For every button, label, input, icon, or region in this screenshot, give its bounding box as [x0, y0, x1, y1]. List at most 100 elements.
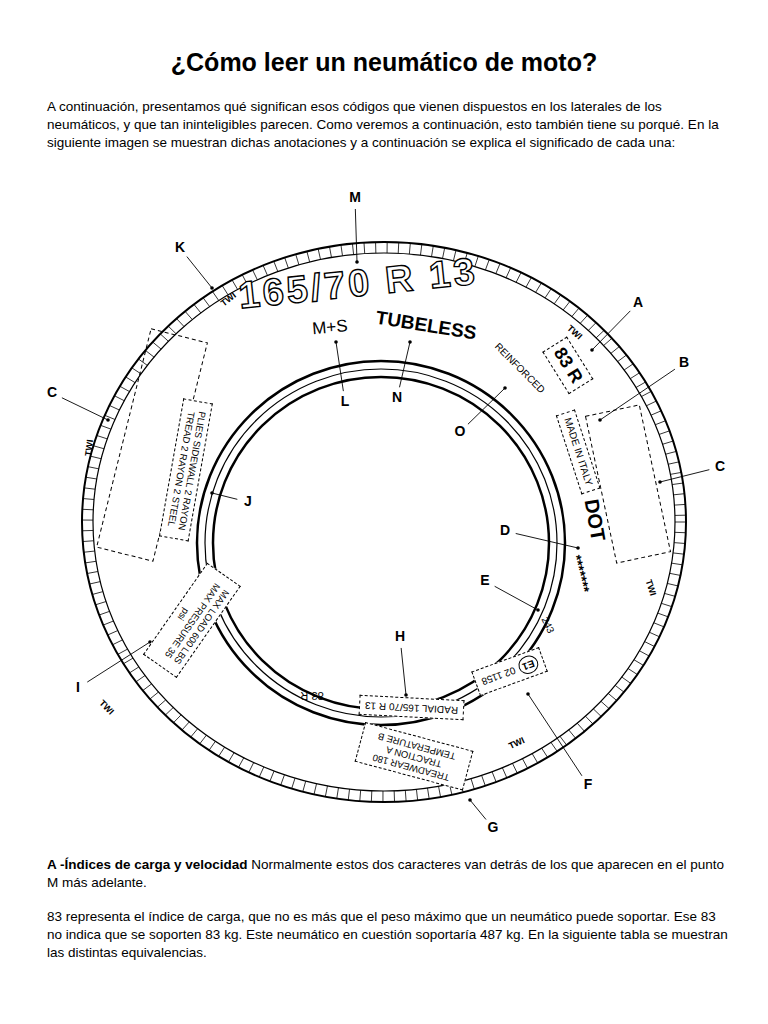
tread-tick — [303, 781, 306, 792]
tread-tick — [83, 498, 94, 500]
tread-tick — [337, 788, 339, 799]
tire — [82, 242, 686, 802]
leader-line — [87, 642, 150, 682]
tread-tick — [674, 504, 685, 506]
section-heading: A -Índices de carga y velocidad — [47, 857, 248, 872]
tread-tick — [82, 530, 93, 531]
leader-dot — [536, 608, 540, 612]
sidewall-marking: M+S — [312, 317, 349, 339]
tread-tick — [580, 315, 587, 323]
tread-tick — [270, 771, 274, 781]
tread-tick — [532, 754, 538, 763]
marking-text: RADIAL 165/70 R 13 — [365, 700, 458, 716]
leader-dot — [526, 692, 530, 696]
tread-tick — [672, 483, 683, 485]
tread-tick — [663, 441, 674, 444]
tread-tick — [569, 730, 576, 739]
tread-tick — [126, 377, 135, 383]
tread-tick — [601, 701, 609, 708]
tread-tick — [341, 245, 343, 256]
tread-tick — [292, 778, 295, 788]
paragraph: 83 representa el índice de carga, que no… — [47, 908, 731, 962]
tread-tick — [363, 243, 365, 254]
tread-tick — [675, 522, 686, 523]
tread-tick — [325, 786, 327, 797]
tread-tick — [670, 472, 681, 474]
tread-edge — [93, 253, 675, 791]
tread-tick — [675, 515, 686, 516]
approval-circle: E1 — [516, 654, 541, 677]
tread-tick — [318, 249, 320, 260]
body-text: 83 representa el índice de carga, que no… — [47, 909, 728, 960]
tread-tick — [485, 260, 489, 270]
tread-tick — [130, 667, 139, 673]
tread-tick — [416, 789, 417, 800]
tread-tick — [114, 396, 124, 401]
tread-tick — [314, 784, 317, 795]
tread-tick — [103, 621, 113, 625]
tread-tick — [375, 242, 376, 253]
leader-line — [495, 586, 538, 610]
tread-tick — [405, 790, 407, 801]
paragraph: A -Índices de carga y velocidad Normalme… — [47, 856, 731, 892]
tread-tick — [348, 789, 349, 800]
leader-line — [401, 648, 406, 695]
callout-letter: G — [486, 820, 501, 835]
tread-tick — [618, 355, 627, 362]
leader-line — [470, 800, 486, 820]
tread-tick — [165, 708, 173, 716]
tread-tick — [90, 582, 101, 584]
callout-letter: D — [498, 523, 512, 538]
tread-tick — [228, 753, 234, 762]
tread-tick — [108, 631, 118, 635]
tread-tick — [209, 741, 215, 750]
paragraph: A continuación, presentamos qué signific… — [47, 98, 731, 152]
bead-ring — [205, 369, 557, 717]
tread-tick — [526, 278, 531, 288]
tread-tick — [157, 700, 165, 707]
tread-tick — [398, 242, 400, 253]
tread-tick — [673, 553, 684, 554]
tread-tick — [551, 742, 557, 751]
tread-tick — [176, 319, 184, 327]
leader-line — [516, 533, 578, 548]
tread-tick — [639, 651, 649, 656]
leader-dot — [334, 340, 338, 344]
callout-letter: C — [713, 459, 727, 474]
leader-dot — [408, 340, 412, 344]
tread-tick — [85, 561, 96, 563]
tread-tick — [622, 677, 631, 683]
tread-tick — [182, 722, 189, 730]
leader-dot — [210, 286, 214, 290]
tread-tick — [665, 593, 676, 596]
callout-letter: B — [677, 355, 691, 370]
tread-tick — [577, 723, 584, 731]
tread-tick — [371, 791, 372, 802]
tread-tick — [409, 243, 411, 254]
callout-letter: K — [173, 240, 187, 255]
tread-tick — [296, 254, 299, 265]
tread-tick — [194, 304, 201, 313]
tread-tick — [670, 573, 681, 575]
callout-letter: F — [582, 777, 595, 792]
tread-tick — [200, 735, 207, 744]
tread-tick — [593, 709, 601, 717]
tread-tick — [636, 382, 646, 388]
tread-tick — [666, 451, 677, 454]
tread-tick — [672, 563, 683, 565]
tread-tick — [667, 583, 678, 586]
tread-tick — [88, 467, 99, 469]
bead-ring — [213, 377, 549, 709]
leader-dot — [598, 418, 602, 422]
tread-tick — [120, 386, 130, 391]
tread-tick — [96, 602, 107, 605]
callout-letter: J — [242, 494, 254, 509]
tread-tick — [173, 715, 181, 723]
marking-text: E1 — [521, 658, 536, 673]
leader-line — [336, 342, 343, 391]
tread-tick — [572, 308, 579, 316]
tread-tick — [352, 244, 353, 255]
tread-tick — [160, 334, 168, 341]
tread-tick — [542, 748, 548, 757]
tread-tick — [239, 758, 244, 768]
